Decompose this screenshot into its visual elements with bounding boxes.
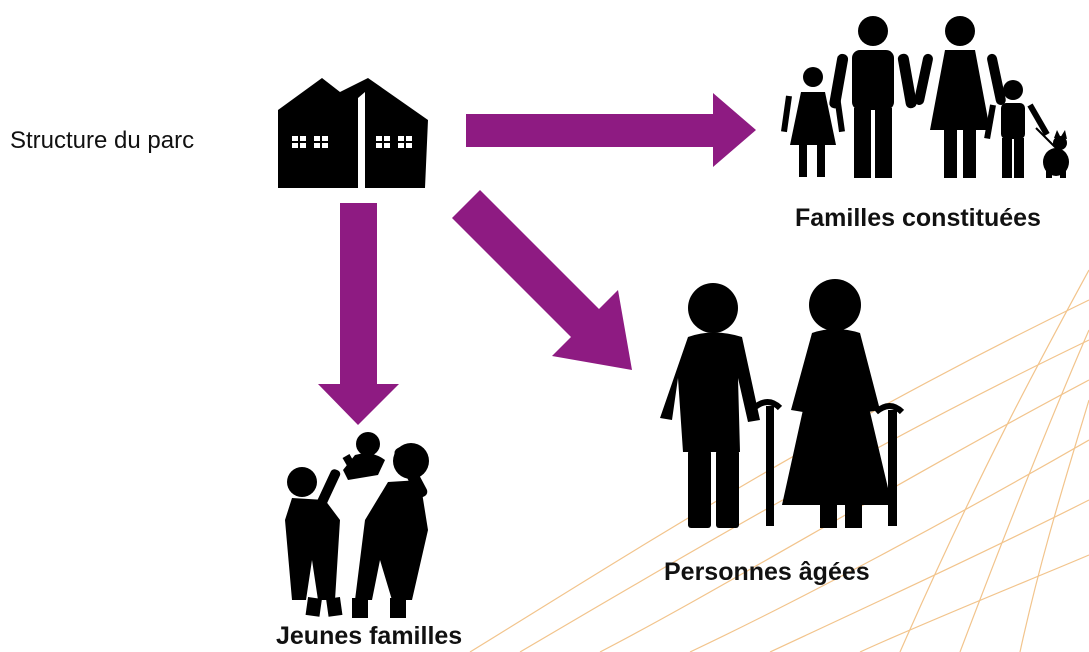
elderly-couple-icon <box>660 279 905 528</box>
arrow-to-familles <box>466 93 756 167</box>
familles-constituees-label: Familles constituées <box>795 204 1041 232</box>
jeunes-familles-label: Jeunes familles <box>276 622 463 650</box>
arrow-to-jeunes <box>318 203 399 425</box>
personnes-agees-label: Personnes âgées <box>664 558 870 586</box>
source-label: Structure du parc <box>10 127 195 154</box>
decorative-lines <box>469 269 1089 652</box>
house-icon <box>278 78 428 188</box>
young-family-icon <box>285 432 429 618</box>
family-with-children-icon <box>781 16 1069 178</box>
arrow-to-personnes <box>452 190 632 370</box>
